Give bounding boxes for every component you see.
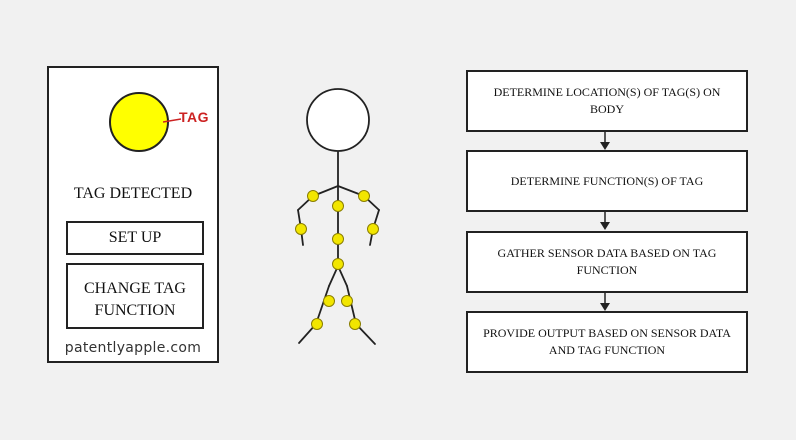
change-tag-function-button[interactable]: CHANGE TAG FUNCTION [66,263,204,329]
sensor-tag-left-knee [311,318,323,330]
flow-step-determine-location: DETERMINE LOCATION(S) OF TAG(S) ON BODY [466,70,748,132]
flow-arrow-icon [600,292,610,311]
sensor-tag-left-shoulder [307,190,319,202]
sensor-tag-hip [332,258,344,270]
sensor-tag-right-knee [349,318,361,330]
tag-circle-icon [109,92,169,152]
figure-body [297,151,380,345]
stick-figure [295,88,380,345]
tag-label: TAG [179,109,210,125]
sensor-tag-left-thigh [323,295,335,307]
flow-step-gather-sensor-data: GATHER SENSOR DATA BASED ON TAG FUNCTION [466,231,748,293]
set-up-button[interactable]: SET UP [66,221,204,255]
tag-detected-status: TAG DETECTED [73,185,193,202]
watermark-text: patentlyapple.com [64,340,202,356]
sensor-tags [295,190,379,330]
flow-step-determine-function: DETERMINE FUNCTION(S) OF TAG [466,150,748,212]
device-screen: TAG TAG DETECTED SET UP CHANGE TAG FUNCT… [47,66,219,363]
sensor-tag-right-thigh [341,295,353,307]
sensor-tag-chest [332,200,344,212]
flow-step-provide-output: PROVIDE OUTPUT BASED ON SENSOR DATA AND … [466,311,748,373]
head-icon [306,88,370,152]
sensor-tag-abdomen [332,233,344,245]
sensor-tag-right-shoulder [358,190,370,202]
tag-graphic: TAG [109,92,209,156]
sensor-tag-left-wrist [295,223,307,235]
sensor-tag-right-wrist [367,223,379,235]
tag-leader-line [163,118,182,123]
flow-arrow-icon [600,211,610,230]
flow-arrow-icon [600,131,610,150]
